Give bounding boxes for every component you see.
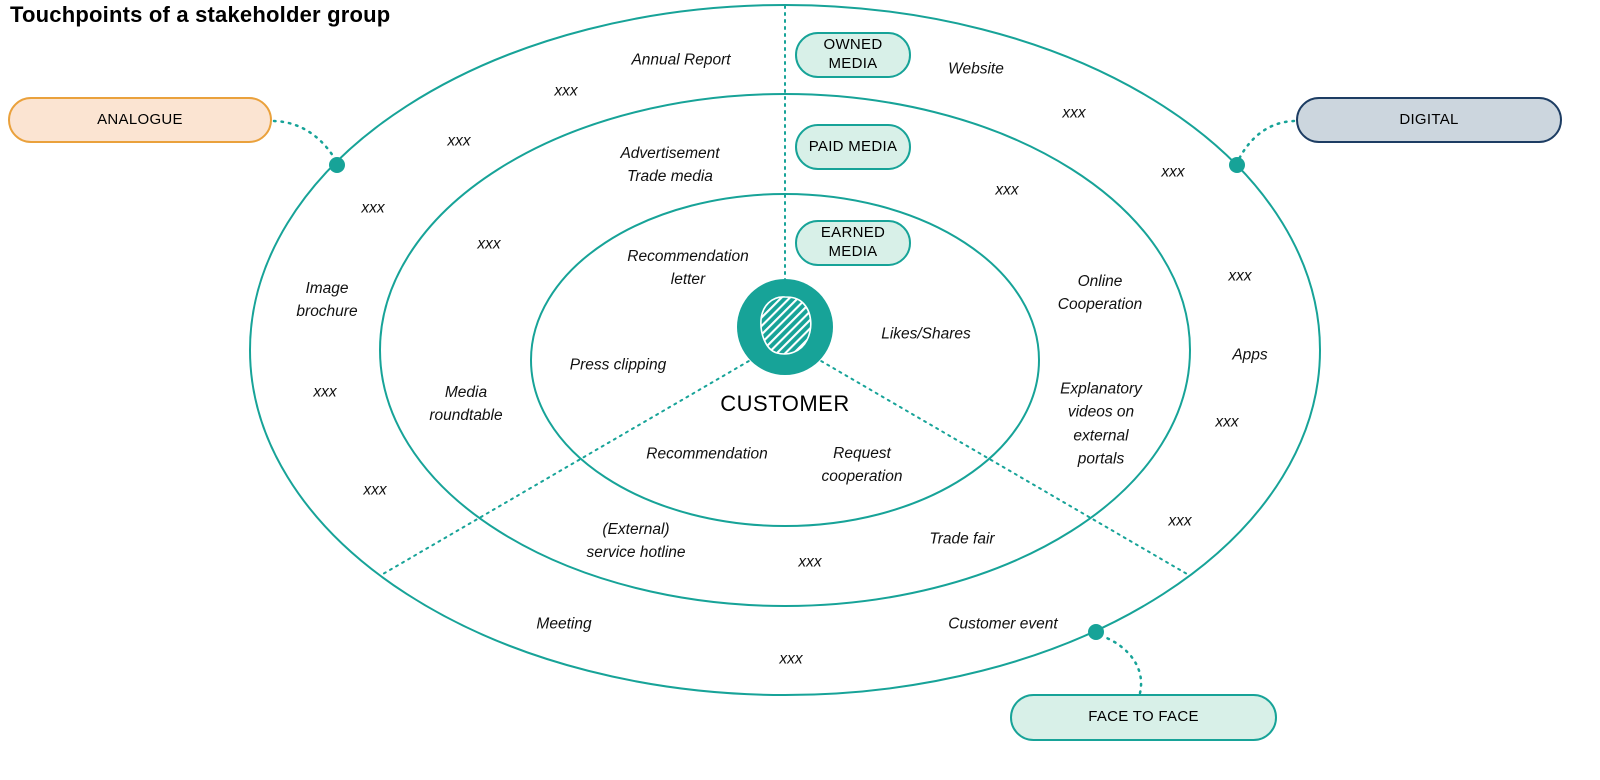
label-trade-fair: Trade fair: [929, 530, 995, 548]
label-website: Website: [948, 60, 1004, 78]
label-annual-report: Annual Report: [631, 51, 731, 69]
digital-label: DIGITAL: [1399, 110, 1459, 128]
label-placeholder-1: xxx: [554, 82, 578, 100]
label-online-cooperation: Online Cooperation: [1057, 272, 1143, 313]
label-press-clipping: Press clipping: [569, 356, 667, 374]
label-request-cooperation: Request cooperation: [821, 444, 903, 485]
label-external-service-hotline: (External) service hotline: [586, 520, 686, 561]
label-placeholder-7: xxx: [477, 235, 501, 253]
label-likes-shares: Likes/Shares: [881, 325, 971, 343]
label-placeholder-12: xxx: [1168, 512, 1192, 530]
label-placeholder-4: xxx: [1161, 163, 1185, 181]
earned-media-pill: EARNED MEDIA: [795, 220, 911, 266]
owned-media-pill: OWNED MEDIA: [795, 32, 911, 78]
analogue-anchor-dot: [329, 157, 345, 173]
paid-media-label: PAID MEDIA: [808, 137, 898, 155]
label-placeholder-3: xxx: [447, 132, 471, 150]
digital-pill: DIGITAL: [1296, 97, 1562, 143]
label-explanatory-videos: Explanatory videos on external portals: [1060, 380, 1142, 468]
customer-head-icon: [737, 279, 833, 375]
label-placeholder-9: xxx: [313, 383, 337, 401]
sector-divider-left: [382, 339, 786, 575]
label-meeting: Meeting: [536, 615, 592, 633]
label-apps: Apps: [1232, 346, 1268, 364]
label-recommendation-letter: Recommendation letter: [627, 247, 749, 288]
analogue-pill: ANALOGUE: [8, 97, 272, 143]
label-advertisement-trade-media: Advertisement Trade media: [620, 144, 720, 185]
page-title: Touchpoints of a stakeholder group: [10, 2, 391, 27]
analogue-connector-line: [272, 119, 337, 161]
digital-anchor-dot: [1229, 157, 1245, 173]
analogue-label: ANALOGUE: [97, 110, 183, 128]
face-to-face-label: FACE TO FACE: [1088, 708, 1199, 726]
label-customer-event: Customer event: [948, 615, 1058, 633]
digital-connector-line: [1237, 119, 1296, 161]
customer-label: CUSTOMER: [720, 391, 850, 416]
middle-ring-ellipse: [379, 93, 1191, 607]
paid-media-pill: PAID MEDIA: [795, 124, 911, 170]
label-media-roundtable: Media roundtable: [429, 383, 503, 424]
face-to-face-connector-line: [1100, 634, 1143, 695]
label-placeholder-6: xxx: [361, 199, 385, 217]
label-placeholder-5: xxx: [995, 181, 1019, 199]
label-placeholder-2: xxx: [1062, 104, 1086, 122]
label-placeholder-10: xxx: [1215, 413, 1239, 431]
face-to-face-pill: FACE TO FACE: [1010, 694, 1277, 741]
label-placeholder-8: xxx: [1228, 267, 1252, 285]
label-image-brochure: Image brochure: [296, 279, 358, 320]
face-to-face-anchor-dot: [1088, 624, 1104, 640]
label-placeholder-11: xxx: [363, 481, 387, 499]
earned-media-label: EARNED MEDIA: [820, 224, 886, 260]
label-recommendation: Recommendation: [646, 445, 768, 463]
owned-media-label: OWNED MEDIA: [823, 36, 883, 72]
sector-divider-right: [784, 339, 1188, 575]
label-placeholder-13: xxx: [798, 553, 822, 571]
label-placeholder-14: xxx: [779, 650, 803, 668]
